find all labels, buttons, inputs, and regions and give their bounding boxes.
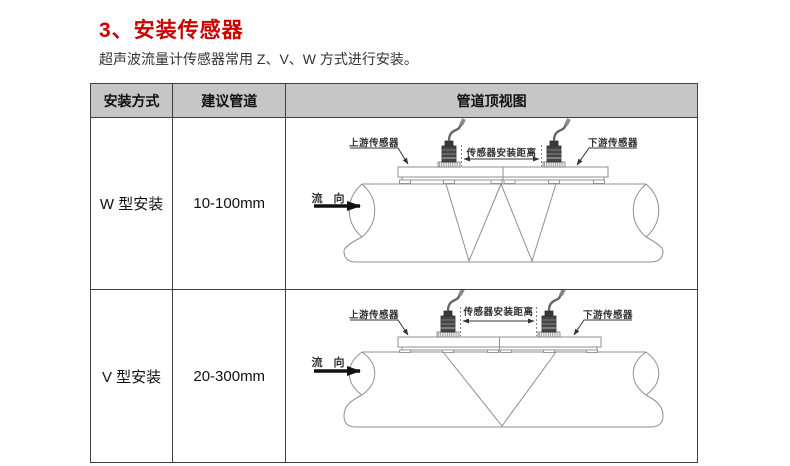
pipe-left-end [349, 351, 376, 396]
acoustic-path-v [442, 351, 557, 427]
flow-direction-label: 流 向 [312, 355, 349, 369]
ultrasonic-sensor-icon [542, 118, 572, 168]
ultrasonic-sensor-icon [537, 290, 567, 338]
header-recommended-pipe: 建议管道 [172, 83, 287, 118]
pipe-right-end [633, 183, 660, 238]
downstream-sensor-label: 下游传感器 [588, 137, 638, 149]
page-title: 3、安装传感器 [99, 19, 244, 42]
header-pipe-top-view: 管道顶视图 [285, 83, 698, 118]
upstream-sensor-label: 上游传感器 [349, 137, 399, 149]
upstream-leader-arrow [350, 147, 409, 165]
sensor-distance-label: 传感器安装距离 [463, 306, 534, 318]
pipe-body-outline [343, 236, 664, 263]
diagram-cell-w: 传感器安装距离 上游传感器 下游传感器流 向 [285, 117, 698, 290]
rail-foot-tab [443, 179, 456, 184]
upstream-sensor-label: 上游传感器 [349, 309, 399, 321]
rail-foot-tab [442, 349, 455, 353]
rail-foot-tab [487, 349, 500, 353]
page-subtitle: 超声波流量计传感器常用 Z、V、W 方式进行安装。 [99, 51, 418, 67]
table-row-v-install: V 型安装 20-300mm 传感器安装距离 上游传感器 下游传感器流 向 [89, 289, 698, 463]
table-row-w-install: W 型安装 10-100mm 传感器安装距离 上游传感器 下游传感器流 向 [89, 117, 698, 290]
pipe-body-outline [343, 394, 664, 428]
rail-foot-tab [586, 349, 599, 353]
downstream-sensor-label: 下游传感器 [583, 309, 633, 321]
rail-foot-tab [548, 179, 561, 184]
upstream-leader-arrow [350, 319, 409, 336]
ultrasonic-sensor-icon [437, 118, 467, 168]
diagram-cell-v: 传感器安装距离 上游传感器 下游传感器流 向 [285, 289, 698, 463]
acoustic-path-w [445, 182, 557, 263]
installation-table: 安装方式 建议管道 管道顶视图 W 型安装 10-100mm 传感器安装距离上游… [89, 83, 698, 463]
pipe-range-cell-w: 10-100mm [172, 117, 287, 290]
pipe-right-end [633, 351, 660, 396]
ultrasonic-sensor-icon [436, 290, 466, 338]
rail-foot-tab [543, 349, 556, 353]
pipe-left-end [349, 183, 376, 238]
downstream-leader-arrow [576, 147, 638, 166]
rail-foot-tab [490, 179, 503, 184]
downstream-leader-arrow [573, 319, 633, 336]
pipe-range-cell-v: 20-300mm [172, 289, 287, 463]
rail-foot-tab [500, 349, 513, 353]
rail-foot-tab [399, 179, 412, 184]
header-install-method: 安装方式 [89, 83, 174, 118]
rail-foot-tab [503, 179, 516, 184]
rail-foot-tab [399, 349, 412, 353]
flow-direction-label: 流 向 [312, 191, 349, 205]
method-cell-w: W 型安装 [89, 117, 174, 290]
header-row: 安装方式 建议管道 管道顶视图 [89, 83, 698, 118]
method-cell-v: V 型安装 [89, 289, 174, 463]
sensor-distance-label: 传感器安装距离 [466, 147, 537, 159]
rail-foot-tab [593, 179, 606, 184]
